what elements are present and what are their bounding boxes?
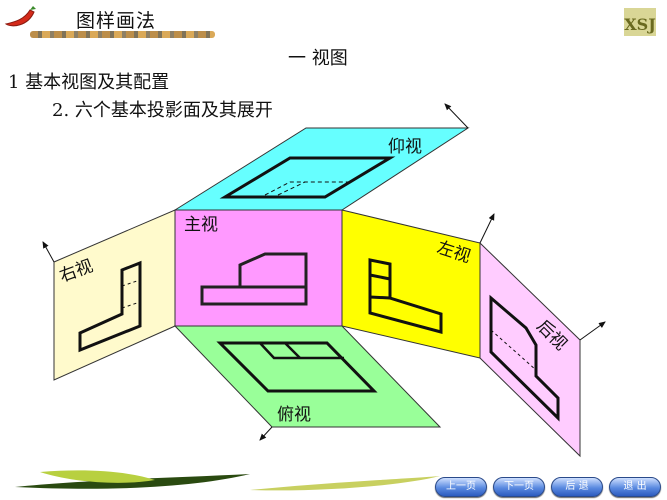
plane-left-view: 左视 (341, 209, 495, 359)
chili-pepper-icon (4, 6, 36, 27)
heading-basic-views: 1 基本视图及其配置 (8, 72, 170, 93)
heading-six-planes: 2. 六个基本投影面及其展开 (52, 100, 273, 121)
svg-text:俯视: 俯视 (277, 405, 311, 425)
plane-rear-view: 后视 (479, 241, 606, 458)
plane-top-view: 俯视 (173, 325, 442, 441)
decorative-border (30, 31, 215, 38)
exit-button[interactable]: 退 出 (609, 477, 661, 497)
svg-text:XSJ: XSJ (624, 15, 656, 34)
plane-front-view: 主视 (174, 209, 343, 327)
page-title: 图样画法 (76, 10, 157, 32)
next-page-button[interactable]: 下一页 (493, 477, 545, 497)
section-title: 一 视图 (288, 48, 348, 69)
prev-page-button[interactable]: 上一页 (435, 477, 487, 497)
xsj-logo: XSJ (620, 2, 660, 42)
svg-text:主视: 主视 (184, 215, 218, 235)
plane-right-view: 右视 (42, 209, 176, 381)
svg-text:仰视: 仰视 (388, 137, 422, 157)
back-button[interactable]: 后 退 (551, 477, 603, 497)
decorative-leaves (15, 470, 440, 491)
plane-bottom-view: 仰视 (173, 103, 470, 211)
